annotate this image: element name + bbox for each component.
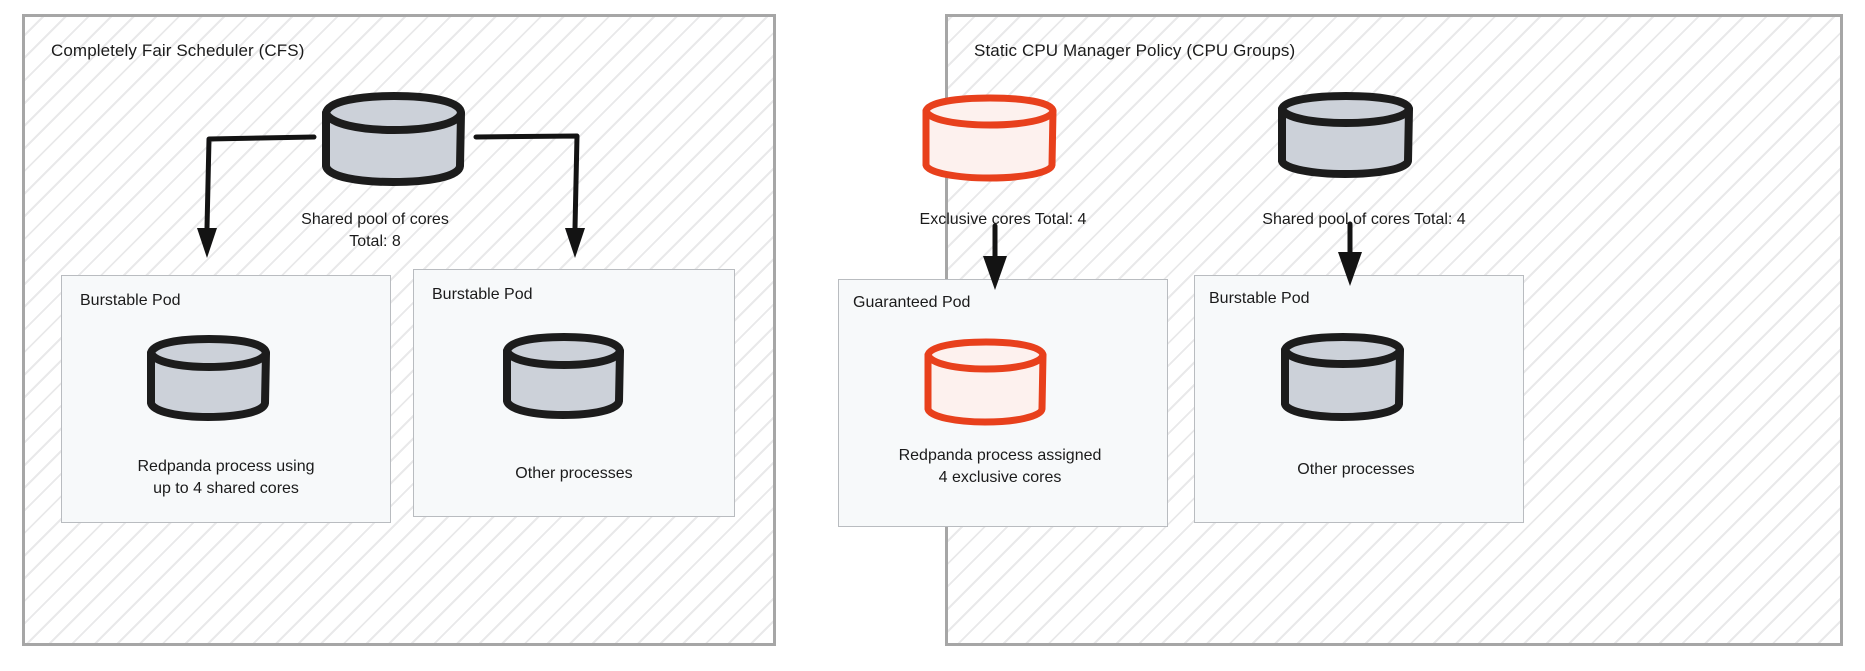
pod-title: Burstable Pod: [80, 292, 181, 309]
panel-cfs: Completely Fair Scheduler (CFS) Burstabl…: [22, 14, 776, 646]
exclusive-cores-caption: Exclusive cores Total: 4: [919, 211, 1087, 228]
shared-pool-caption: Shared pool of cores Total: 4: [1262, 211, 1466, 228]
pod-caption-line2: up to 4 shared cores: [153, 480, 299, 497]
panel-static-title: Static CPU Manager Policy (CPU Groups): [974, 41, 1296, 60]
panel-static-cpu-manager: Static CPU Manager Policy (CPU Groups) E…: [838, 14, 1843, 646]
pod-caption-line1: Redpanda process using: [137, 458, 315, 475]
pod-guaranteed: [838, 279, 1168, 527]
shared-pool-caption-line2: Total: 8: [349, 233, 401, 250]
pod-caption-line1: Other processes: [515, 465, 633, 482]
pod-title: Burstable Pod: [432, 286, 533, 303]
panel-cfs-title: Completely Fair Scheduler (CFS): [51, 41, 305, 60]
pod-burstable-left: Burstable Pod Redpanda process using up …: [61, 275, 391, 523]
pod-burstable: [1194, 275, 1524, 523]
shared-pool-caption-line1: Shared pool of cores: [301, 211, 449, 228]
pod-burstable-right: Burstable Pod Other processes: [413, 269, 735, 517]
